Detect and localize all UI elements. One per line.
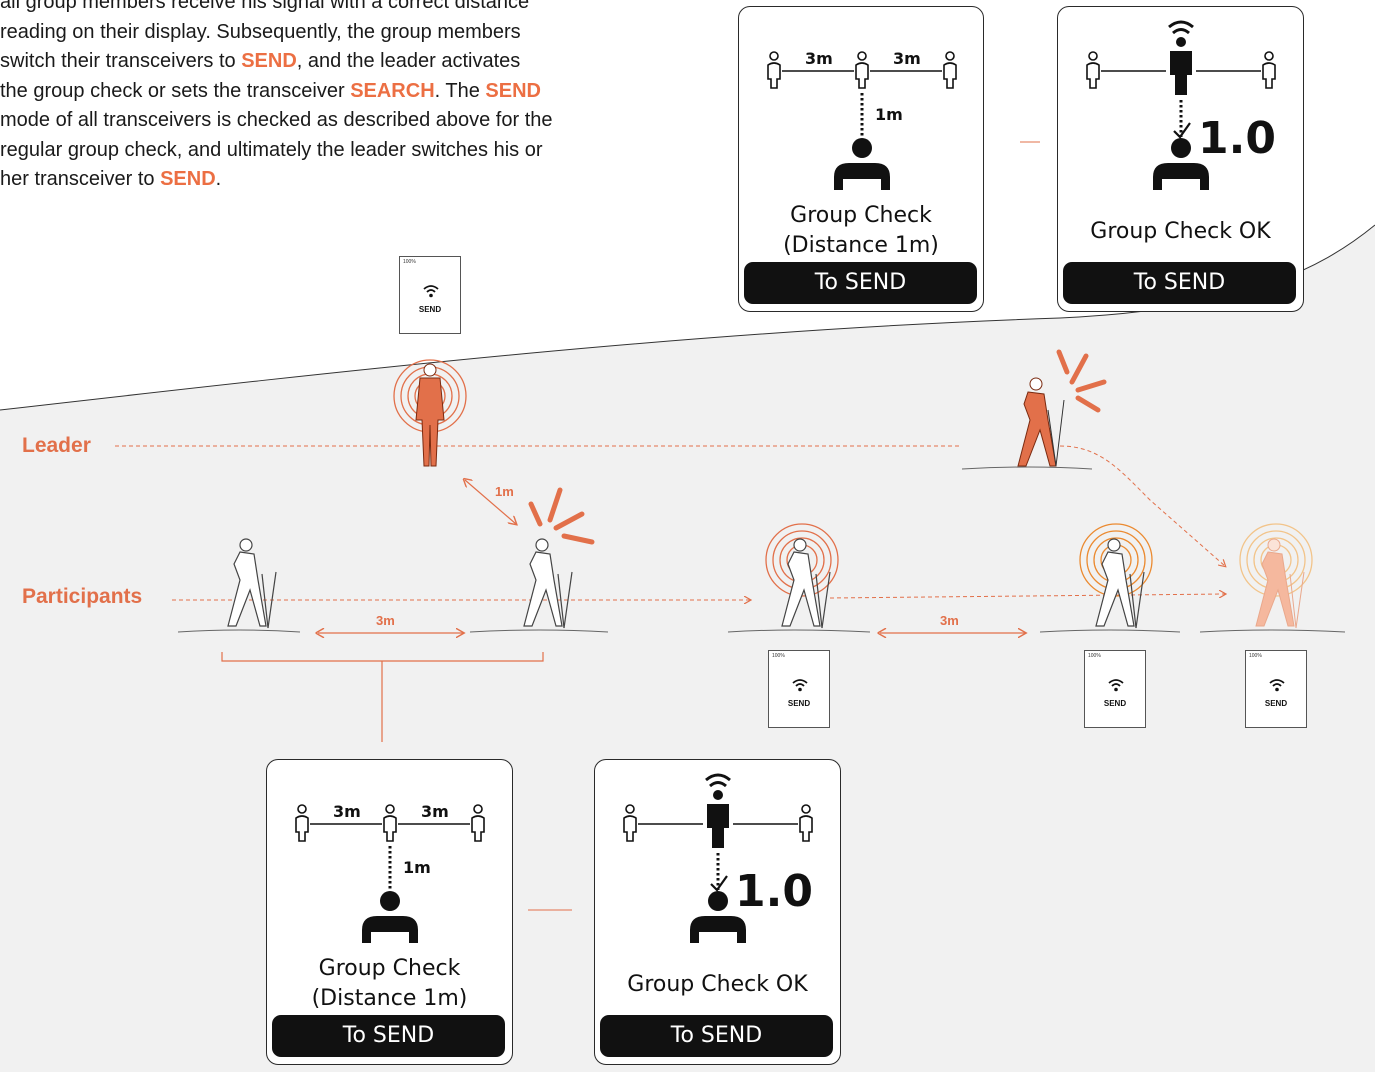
mode-label: SEND	[1264, 699, 1288, 708]
screen-subtitle: (Distance 1m)	[311, 986, 468, 1011]
screen-title: Group Check	[318, 956, 461, 981]
checkmark-icon	[1173, 122, 1191, 139]
to-send-button[interactable]: To SEND	[600, 1015, 833, 1057]
wifi-icon	[1269, 679, 1285, 692]
intro-line: reading on their display. Subsequently, …	[0, 20, 521, 43]
spacing-label: 3m	[893, 49, 921, 68]
leader-distance-arrow	[465, 480, 516, 524]
leader-row-label: Leader	[22, 434, 91, 457]
wifi-icon	[1108, 679, 1124, 692]
leader-beep-lines	[1056, 349, 1107, 413]
send-keyword: SEND	[160, 168, 216, 190]
leader-transceiver: 100% SEND	[399, 256, 461, 334]
spacing-label: 3m	[333, 802, 361, 821]
leader-final-figure	[1255, 538, 1305, 629]
leader-path-arrow	[1059, 445, 1225, 566]
to-send-button[interactable]: To SEND	[744, 262, 977, 304]
leader-walking-figure	[1017, 377, 1065, 467]
to-send-button[interactable]: To SEND	[1063, 262, 1296, 304]
distance-reading: 1.0	[735, 866, 813, 917]
send-keyword: SEND	[485, 79, 541, 102]
intro-paragraph: all group members receive his signal wit…	[0, 0, 690, 195]
mode-label: SEND	[787, 699, 811, 708]
leader-icon	[1170, 51, 1192, 95]
participant-figure-3	[781, 538, 831, 629]
user-head	[852, 138, 872, 158]
battery-indicator: 100%	[1249, 653, 1262, 659]
wifi-icon	[705, 773, 731, 788]
screen-subtitle: (Distance 1m)	[783, 233, 939, 258]
leader-icon	[707, 804, 729, 848]
group-check-ok-screen-bottom: 1.0 Group Check OK To SEND	[594, 759, 841, 1065]
participant-figure-2	[523, 538, 573, 629]
participants-row-label: Participants	[22, 585, 143, 608]
checkmark-icon	[710, 875, 728, 892]
group-check-ok-diagram	[623, 773, 813, 943]
mode-label: SEND	[418, 305, 442, 314]
participant-figure-1	[227, 538, 277, 629]
mode-label: SEND	[1103, 699, 1127, 708]
intro-line: the group check or sets the transceiver …	[0, 79, 541, 102]
participant-beep-lines	[528, 487, 595, 545]
gap-label-2: 3m	[940, 613, 959, 628]
distance-label: 1m	[875, 105, 903, 124]
screen-title: Group Check OK	[1090, 219, 1271, 244]
wifi-icon	[792, 679, 808, 692]
intro-line: mode of all transceivers is checked as d…	[0, 109, 553, 131]
participant-transceiver-1: 100% SEND	[768, 650, 830, 728]
participants-track-line-2	[829, 594, 1225, 599]
battery-indicator: 100%	[403, 259, 416, 265]
to-send-button[interactable]: To SEND	[272, 1015, 505, 1057]
group-check-ok-screen-top: 1.0 Group Check OK To SEND	[1057, 6, 1304, 312]
group-check-screen-bottom: 3m 3m 1m Group Check (Distance 1m) To SE…	[266, 759, 513, 1065]
battery-indicator: 100%	[1088, 653, 1101, 659]
send-keyword: SEND	[241, 50, 297, 72]
intro-line: all group members receive his signal wit…	[0, 0, 530, 13]
leader-figure	[415, 363, 445, 467]
user-body	[834, 163, 890, 190]
search-keyword: SEARCH	[350, 79, 435, 102]
distance-label: 1m	[403, 858, 431, 877]
participant-figure-4	[1095, 538, 1145, 629]
leader-distance-label: 1m	[495, 484, 514, 499]
group-bracket	[221, 652, 544, 662]
wifi-icon	[423, 285, 439, 298]
screen-title: Group Check OK	[627, 972, 808, 997]
intro-line: her transceiver to SEND.	[0, 168, 222, 190]
spacing-label: 3m	[421, 802, 449, 821]
group-check-diagram	[295, 804, 485, 943]
intro-line: switch their transceivers to SEND, and t…	[0, 50, 521, 72]
group-check-screen-top: 3m 3m 1m Group Check (Distance 1m) To SE…	[738, 6, 984, 312]
group-check-diagram	[767, 51, 957, 190]
intro-line: regular group check, and ultimately the …	[0, 138, 543, 161]
participant-transceiver-2: 100% SEND	[1084, 650, 1146, 728]
gap-label-1: 3m	[376, 613, 395, 628]
battery-indicator: 100%	[772, 653, 785, 659]
distance-reading: 1.0	[1198, 113, 1276, 164]
screen-title: Group Check	[790, 203, 932, 228]
leader-final-transceiver: 100% SEND	[1245, 650, 1307, 728]
wifi-icon	[1168, 20, 1194, 35]
spacing-label: 3m	[805, 49, 833, 68]
group-check-ok-diagram	[1086, 20, 1276, 190]
